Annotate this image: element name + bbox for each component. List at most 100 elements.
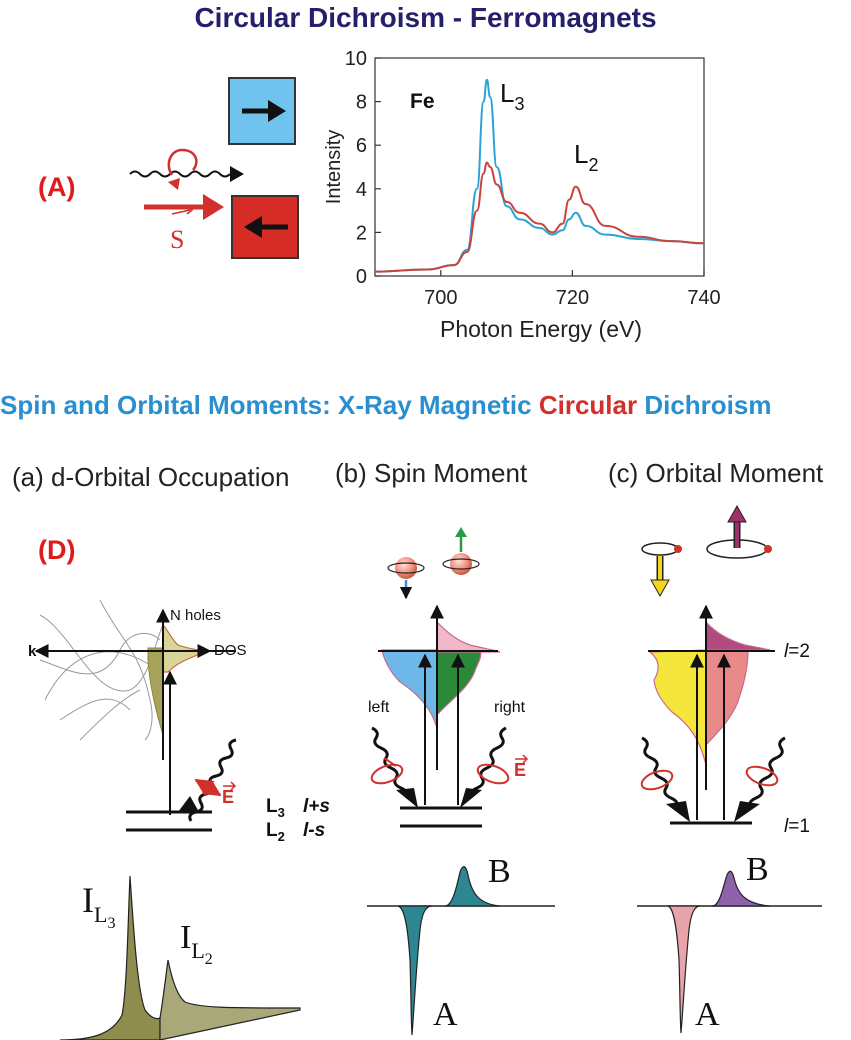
- panel-b-diagram: left right E: [368, 527, 529, 828]
- chart-series: [374, 78, 705, 273]
- panel-b-helicity-right-icon: [476, 763, 510, 785]
- e-vector-hat-icon: [223, 781, 237, 791]
- section-title-part1: Spin and Orbital Moments: X-Ray Magnetic: [0, 390, 539, 420]
- chart-ytick-label: 2: [356, 222, 367, 244]
- peak-l3-fill: [59, 875, 161, 1040]
- panel-b-e-vector-hat-icon: [515, 754, 529, 764]
- chart-ytick-label: 8: [356, 92, 367, 114]
- xray-arrowhead-icon: [178, 796, 199, 812]
- spin-up-electron-icon: [442, 527, 480, 575]
- spin-vector-bar-icon: [171, 209, 191, 215]
- peak-l2-fill: [159, 959, 301, 1040]
- peak-a-fill: [397, 905, 433, 1036]
- l2-term: l-s: [303, 820, 325, 841]
- orbit-up-icon: [706, 504, 772, 559]
- l2-sub: 2: [278, 829, 285, 844]
- top-title: Circular Dichroism - Ferromagnets: [194, 2, 657, 33]
- panel-c-xray-left-head-icon: [666, 801, 690, 822]
- chart-xlabel: Photon Energy (eV): [440, 316, 642, 342]
- l2-letter: L: [266, 820, 278, 841]
- spin-down-electron-icon: [387, 557, 425, 600]
- panel-c-l2-symbol: l: [784, 641, 789, 662]
- peak-l2-label: IL2: [180, 919, 213, 968]
- section-title: Spin and Orbital Moments: X-Ray Magnetic…: [0, 390, 771, 421]
- magnet-arrowhead-right-icon: [268, 100, 286, 122]
- chart-ytick-label: 10: [345, 48, 367, 70]
- panel-a-diagram: k DOS N holes E L3 l+s L2 l-s: [28, 599, 330, 844]
- e-vector-label: E: [222, 787, 234, 807]
- panel-b-helicity-left-icon: [370, 763, 404, 785]
- dos-fill-empty: [162, 623, 207, 673]
- panel-c-l2-label: l=2: [784, 641, 810, 662]
- chart-series-line-2: [374, 161, 705, 273]
- panel-b-peak-a-label: A: [433, 996, 458, 1033]
- panel-b-left-label: left: [368, 699, 390, 716]
- magnet-arrowhead-left-icon: [244, 216, 262, 238]
- magnet-schematic: S: [129, 77, 299, 259]
- panel-c-title: (c) Orbital Moment: [608, 458, 824, 488]
- chart-ylabel: Intensity: [323, 130, 345, 204]
- chart-element-label: Fe: [410, 90, 435, 113]
- dos-fill-blue: [381, 649, 438, 729]
- chart-annotation-l3-sub: 3: [514, 94, 524, 114]
- panel-c-helicity-left-icon: [640, 769, 674, 791]
- panel-b-title: (b) Spin Moment: [335, 458, 528, 488]
- panel-b-right-label: right: [494, 699, 526, 716]
- panel-b-xray-right-head-icon: [460, 788, 482, 808]
- nholes-label: N holes: [170, 607, 221, 624]
- peak-l2-letter: I: [180, 919, 191, 956]
- panel-c-peak-a-label: A: [695, 996, 720, 1033]
- spin-vector-head-icon: [185, 205, 194, 215]
- l2-label: L2: [266, 820, 285, 844]
- chart-annotation-l2-sub: 2: [588, 155, 598, 175]
- dos-fill-top: [436, 620, 501, 653]
- panel-b-peaks: B A: [367, 853, 555, 1036]
- spin-arrowhead-icon: [203, 194, 224, 220]
- dos-fill-purple: [705, 620, 771, 651]
- panel-c-l2-eq: =2: [788, 641, 810, 662]
- l3-letter: L: [266, 796, 278, 817]
- peak-l3-letter: I: [82, 880, 94, 920]
- peak-l2-sub2: 2: [205, 951, 213, 968]
- l3-label: L3: [266, 796, 285, 820]
- wavy-photon-icon: [129, 170, 231, 178]
- peak-a-pink-fill: [667, 905, 701, 1034]
- peak-b-purple-fill: [711, 870, 771, 907]
- panel-c-helicity-right-icon: [745, 765, 779, 787]
- chart-ytick-label: 6: [356, 135, 367, 157]
- spin-symbol: S: [170, 225, 184, 254]
- e-vector-icon: [194, 778, 222, 797]
- peak-l3-sub2: 3: [107, 915, 115, 932]
- chart-ytick-label: 0: [356, 266, 367, 288]
- panel-b-peak-b-label: B: [488, 853, 511, 890]
- chart-annotation-l3-letter: L: [500, 78, 514, 108]
- dos-label: DOS: [214, 642, 247, 659]
- section-title-part3: Dichroism: [637, 390, 772, 420]
- chart-xtick-label: 700: [424, 287, 457, 309]
- panel-c-diagram: l=2 l=1: [640, 504, 810, 837]
- helicity-curl-icon: [167, 148, 198, 176]
- panel-b-xray-left-icon: [371, 726, 409, 799]
- photon-arrowhead-icon: [230, 166, 244, 182]
- panel-c-l1-eq: =1: [788, 816, 810, 837]
- peak-l3-sub1: L: [94, 902, 107, 927]
- panel-b-xray-left-head-icon: [396, 788, 418, 808]
- dos-fill-pink: [705, 649, 749, 747]
- panel-a-title: (a) d-Orbital Occupation: [12, 462, 290, 492]
- panel-b-e-vector-label: E: [514, 760, 526, 780]
- chart-annotation-l3: L3: [500, 78, 524, 114]
- chart-annotation-l2-letter: L: [574, 139, 588, 169]
- panel-c-xray-right-icon: [748, 736, 786, 809]
- panel-label-a: (A): [38, 172, 76, 202]
- panel-c-l1-symbol: l: [784, 816, 789, 837]
- helicity-arrowhead-icon: [168, 178, 180, 190]
- peak-l3-label: IL3: [82, 880, 115, 932]
- chart-xtick-label: 740: [687, 287, 720, 309]
- orbit-down-icon: [641, 542, 682, 598]
- peak-b-fill: [444, 866, 501, 907]
- dos-fill-olive: [147, 647, 164, 736]
- panel-c-l1-label: l=1: [784, 816, 810, 837]
- panel-c-peaks: B A: [637, 851, 822, 1034]
